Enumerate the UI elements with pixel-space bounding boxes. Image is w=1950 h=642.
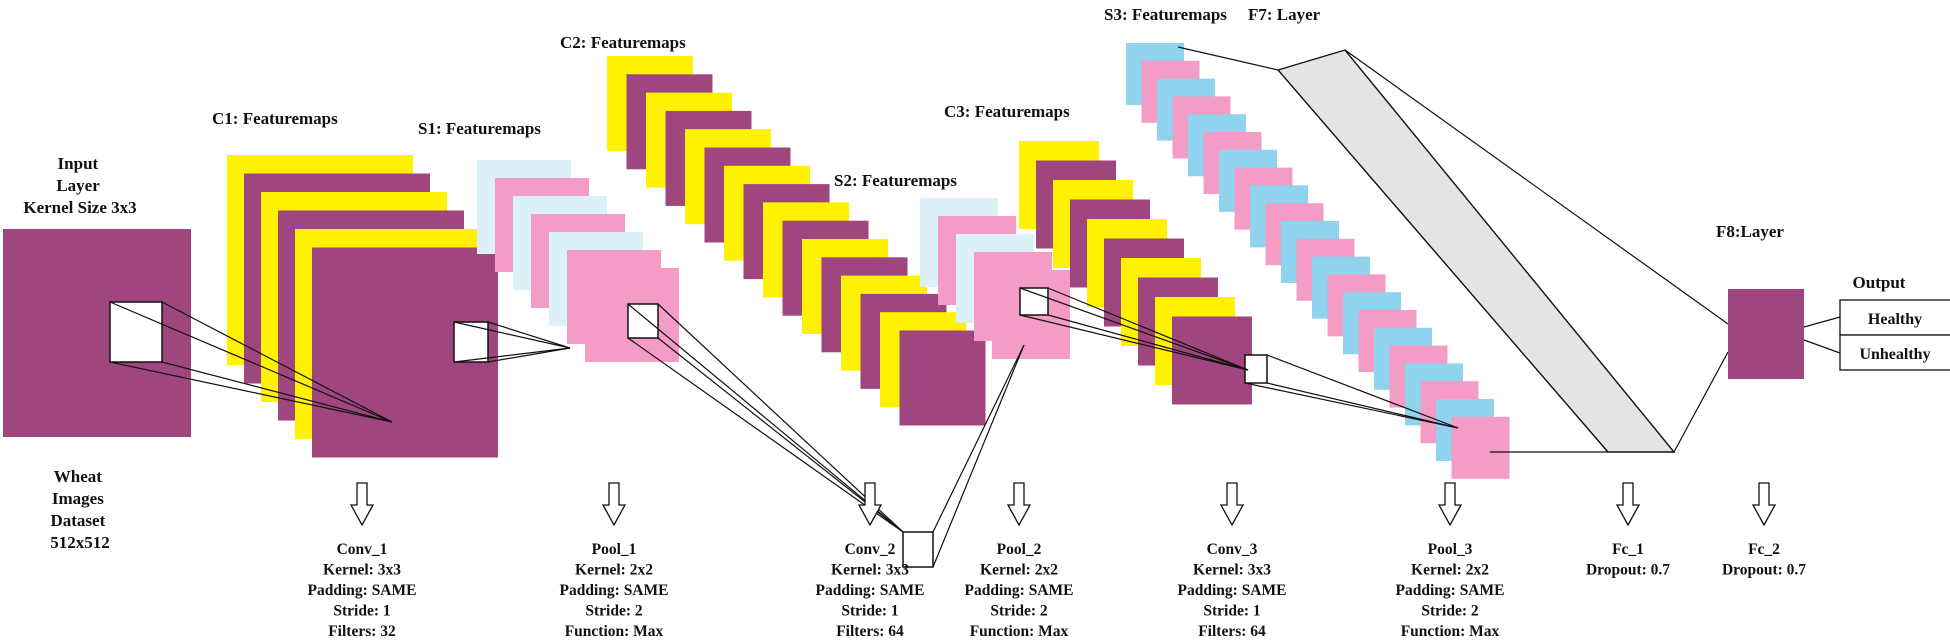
input-title: Input Layer Kernel Size 3x3 bbox=[23, 154, 136, 217]
s2-kernel-window bbox=[1019, 287, 1049, 316]
input-stage: Input Layer Kernel Size 3x3 Wheat Images… bbox=[3, 154, 191, 552]
f8-node bbox=[1728, 289, 1804, 379]
input-image bbox=[3, 229, 191, 437]
output-title: Output bbox=[1853, 273, 1906, 292]
down-arrow-icon bbox=[1219, 482, 1245, 527]
c1-featuremap-stack bbox=[227, 155, 498, 458]
f7-layer bbox=[1177, 46, 1729, 453]
output-class-unhealthy: Unhealthy bbox=[1859, 346, 1930, 363]
c1-title: C1: Featuremaps bbox=[212, 109, 338, 128]
down-arrow-icon bbox=[1751, 482, 1777, 527]
down-arrow-icon bbox=[1006, 482, 1032, 527]
f8-layer bbox=[1728, 289, 1841, 379]
output-class-box bbox=[1839, 334, 1950, 371]
s3-title: S3: Featuremaps bbox=[1104, 5, 1227, 24]
down-arrow-icon bbox=[1615, 482, 1641, 527]
f7-title: F7: Layer bbox=[1248, 5, 1321, 24]
c2-pool-window bbox=[902, 531, 934, 568]
down-arrow-icon bbox=[857, 482, 883, 527]
output-classes: Healthy Unhealthy bbox=[1839, 299, 1950, 371]
input-kernel-window bbox=[109, 301, 163, 363]
down-arrow-icon bbox=[1437, 482, 1463, 527]
connection-lines bbox=[109, 287, 1459, 568]
c3-pool-window bbox=[1244, 354, 1268, 384]
c2-featuremap-stack bbox=[607, 56, 986, 426]
c3-title: C3: Featuremaps bbox=[944, 102, 1070, 121]
c3-featuremap-stack bbox=[1019, 141, 1252, 405]
down-arrow-icon bbox=[349, 482, 375, 527]
c2-title: C2: Featuremaps bbox=[560, 33, 686, 52]
output-class-healthy: Healthy bbox=[1868, 311, 1922, 328]
feature-map bbox=[1451, 416, 1510, 479]
s1-title: S1: Featuremaps bbox=[418, 119, 541, 138]
down-arrow-icon bbox=[601, 482, 627, 527]
feature-map bbox=[899, 330, 986, 426]
s1-featuremap-stack bbox=[477, 160, 679, 362]
s1-kernel-window bbox=[627, 303, 659, 339]
s2-title: S2: Featuremaps bbox=[834, 171, 957, 190]
output-class-box bbox=[1839, 299, 1950, 336]
f8-title: F8:Layer bbox=[1716, 222, 1784, 241]
input-caption: Wheat Images Dataset 512x512 bbox=[50, 467, 110, 552]
c1-pool-window bbox=[453, 321, 489, 363]
s3-featuremap-stack bbox=[1126, 43, 1510, 479]
